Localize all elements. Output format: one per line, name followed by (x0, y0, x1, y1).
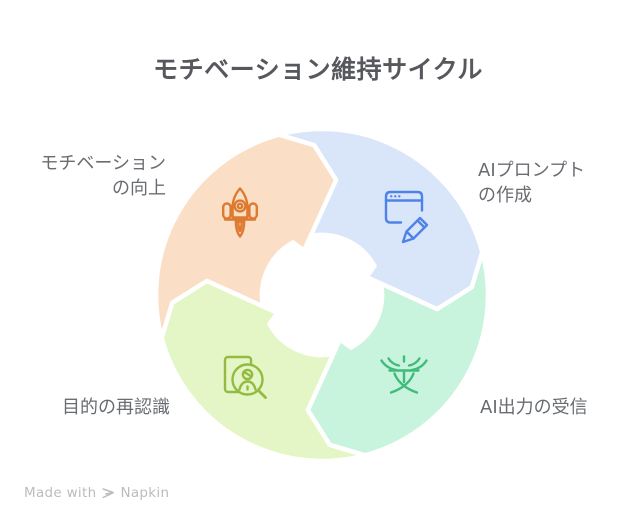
step-label-purpose-recognition: 目的の再認識 (20, 395, 170, 420)
step-label-motivation-up: モチベーション の向上 (16, 151, 166, 201)
antenna-icon (380, 355, 428, 394)
step-label-receive-ai-output: AI出力の受信 (480, 395, 636, 420)
person-search-icon (223, 355, 267, 399)
watermark-made-with: Made with (24, 485, 97, 501)
label-line: 目的の再認識 (62, 397, 170, 418)
cycle-arrow-purpose-recognition-head (159, 278, 280, 392)
label-line: モチベーション (40, 153, 166, 174)
watermark[interactable]: Made with Napkin (24, 485, 169, 501)
label-line: AIプロンプト (478, 160, 586, 181)
label-line: の向上 (112, 178, 166, 199)
label-line: AI出力の受信 (480, 397, 588, 418)
napkin-logo-icon (102, 488, 115, 499)
watermark-brand: Napkin (120, 485, 170, 501)
page-title: モチベーション維持サイクル (153, 55, 483, 84)
browser-edit-icon (384, 190, 429, 244)
step-label-create-ai-prompt: AIプロンプト の作成 (478, 158, 636, 208)
rocket-icon (221, 187, 258, 238)
label-line: の作成 (478, 185, 532, 206)
cycle-arrows (153, 126, 491, 464)
